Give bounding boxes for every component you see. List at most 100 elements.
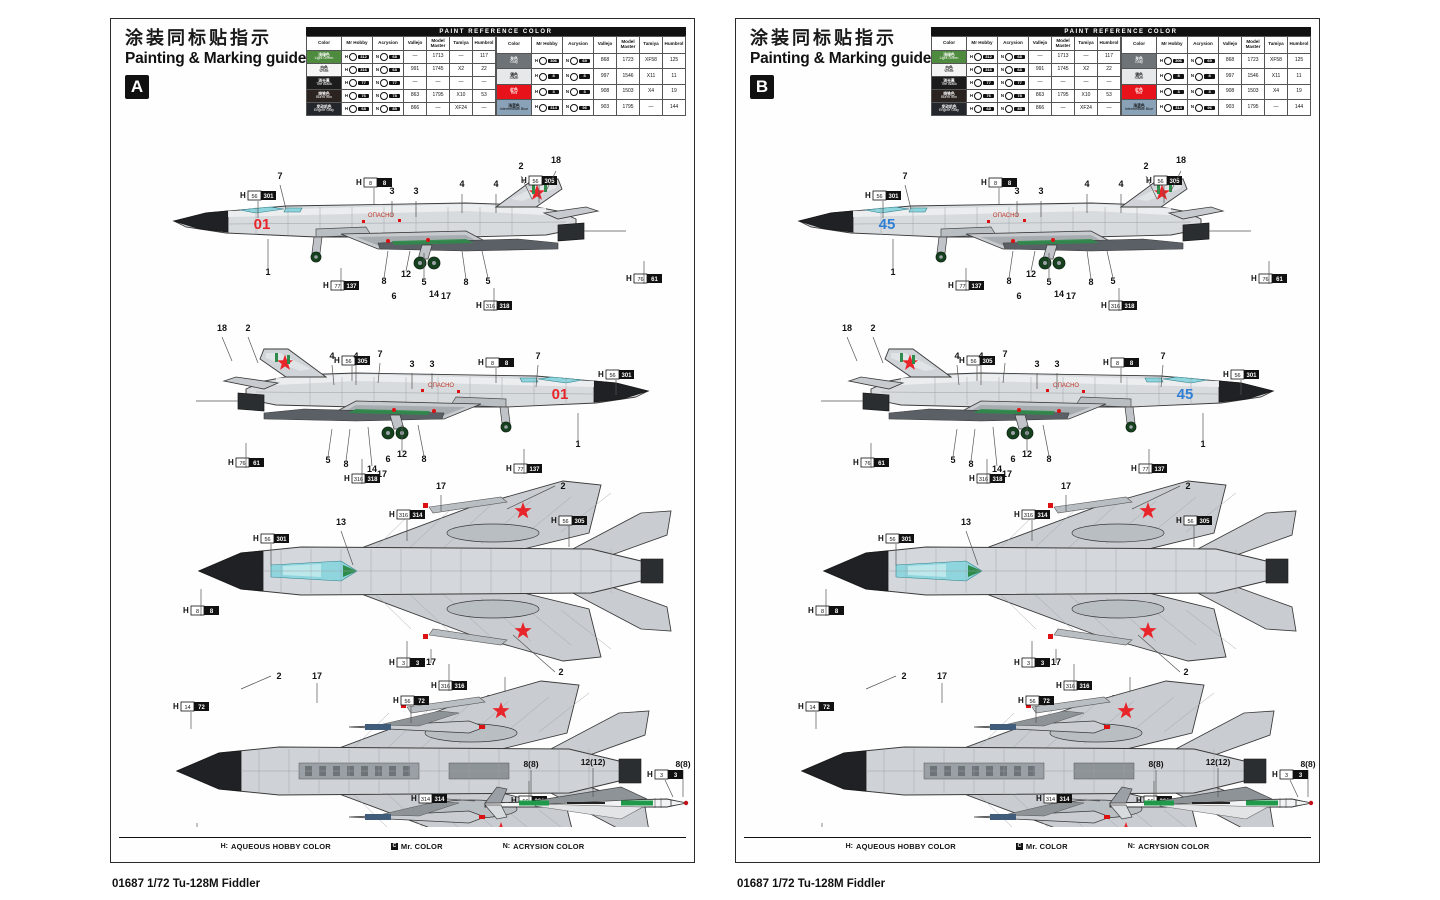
decal-number: 18 <box>551 155 561 165</box>
svg-text:3: 3 <box>1285 773 1288 779</box>
caption-b: 01687 1/72 Tu-128M Fiddler <box>737 878 886 890</box>
leader-line <box>1170 170 1182 192</box>
decal-number: 2 <box>1185 481 1190 491</box>
leader-line <box>865 675 897 690</box>
svg-text:301: 301 <box>888 194 899 200</box>
svg-text:305: 305 <box>357 359 368 365</box>
svg-text:305: 305 <box>1169 179 1180 185</box>
svg-text:H: H <box>431 681 437 690</box>
paint-code-humbrol: 11 <box>662 68 686 85</box>
svg-text:305: 305 <box>982 359 993 365</box>
svg-text:8: 8 <box>505 361 509 367</box>
legend-text-acrysion: ACRYSION COLOR <box>513 841 585 851</box>
legend-mark-n: N: <box>1127 842 1136 850</box>
paint-code-tamiya: — <box>449 76 473 90</box>
svg-text:3: 3 <box>1027 661 1030 667</box>
svg-text:8: 8 <box>835 609 839 615</box>
decal-number: 3 <box>429 359 434 369</box>
svg-text:316: 316 <box>1024 513 1033 519</box>
decal-number: 2 <box>870 323 875 333</box>
paint-code-vallejo: 866 <box>403 102 427 116</box>
paint-code-humbrol: — <box>472 102 496 116</box>
leader-line <box>992 426 998 467</box>
paint-code-model-master: 1795 <box>616 99 640 116</box>
decal-number: 2 <box>518 161 523 171</box>
decal-number: 14 <box>1054 289 1064 299</box>
paint-code-tamiya: X4 <box>1264 83 1288 101</box>
decal-number: 8 <box>1006 276 1011 286</box>
decal-number: 3 <box>409 359 414 369</box>
leader-line <box>331 364 335 386</box>
missile-part-number: 12(12) <box>581 757 606 767</box>
aircraft-number: 45 <box>879 216 896 233</box>
decal-number: 18 <box>842 323 852 333</box>
paint-col-humbrol: Humbrol <box>662 36 686 54</box>
svg-text:H: H <box>1018 696 1024 705</box>
paint-code-humbrol: 11 <box>1287 68 1311 85</box>
legend-item-aqueous: H: AQUEOUS HOBBY COLOR <box>846 842 956 851</box>
paint-code-vallejo: 908 <box>593 83 617 101</box>
svg-text:H: H <box>344 474 350 483</box>
underwing-missile <box>348 710 486 734</box>
paint-code-model-master: — <box>426 102 450 116</box>
svg-text:316: 316 <box>1111 304 1120 310</box>
paint-code-vallejo: 903 <box>1218 99 1242 116</box>
paint-code-model-master: 1795 <box>1051 89 1075 103</box>
leader-line <box>970 428 976 462</box>
red-star-marking <box>528 184 546 200</box>
paint-code-tamiya: X2 <box>449 63 473 77</box>
svg-text:H: H <box>878 534 884 543</box>
legend-text-aqueous: AQUEOUS HOBBY COLOR <box>855 841 956 851</box>
svg-text:H: H <box>853 458 859 467</box>
svg-text:314: 314 <box>1046 797 1055 803</box>
paint-code-vallejo: — <box>1028 50 1052 64</box>
paint-code-vallejo: 997 <box>593 68 617 85</box>
paint-code-tamiya: XF58 <box>1264 52 1288 70</box>
svg-text:8: 8 <box>1130 361 1134 367</box>
svg-text:301: 301 <box>276 537 287 543</box>
svg-text:H: H <box>1131 464 1137 473</box>
paint-col-acrysion: Acrysion <box>372 36 404 51</box>
paint-col-mr-hobby: Mr Hobby <box>341 36 373 51</box>
svg-text:316: 316 <box>1079 684 1090 690</box>
svg-text:H: H <box>240 191 246 200</box>
svg-text:H: H <box>626 274 632 283</box>
decal-number: 8 <box>968 459 973 469</box>
leader-line <box>417 424 425 457</box>
paint-code-tamiya: X11 <box>639 68 663 85</box>
decal-number: 17 <box>312 671 322 681</box>
svg-text:316: 316 <box>454 684 465 690</box>
svg-text:H: H <box>959 356 965 365</box>
red-star-marking <box>1139 622 1157 639</box>
svg-text:76: 76 <box>1262 277 1268 283</box>
svg-text:H: H <box>356 178 362 187</box>
decal-number: 4 <box>493 179 498 189</box>
leader-line <box>481 250 489 279</box>
svg-text:316: 316 <box>354 477 363 483</box>
svg-text:56: 56 <box>251 194 257 200</box>
decal-number: 3 <box>413 186 418 196</box>
